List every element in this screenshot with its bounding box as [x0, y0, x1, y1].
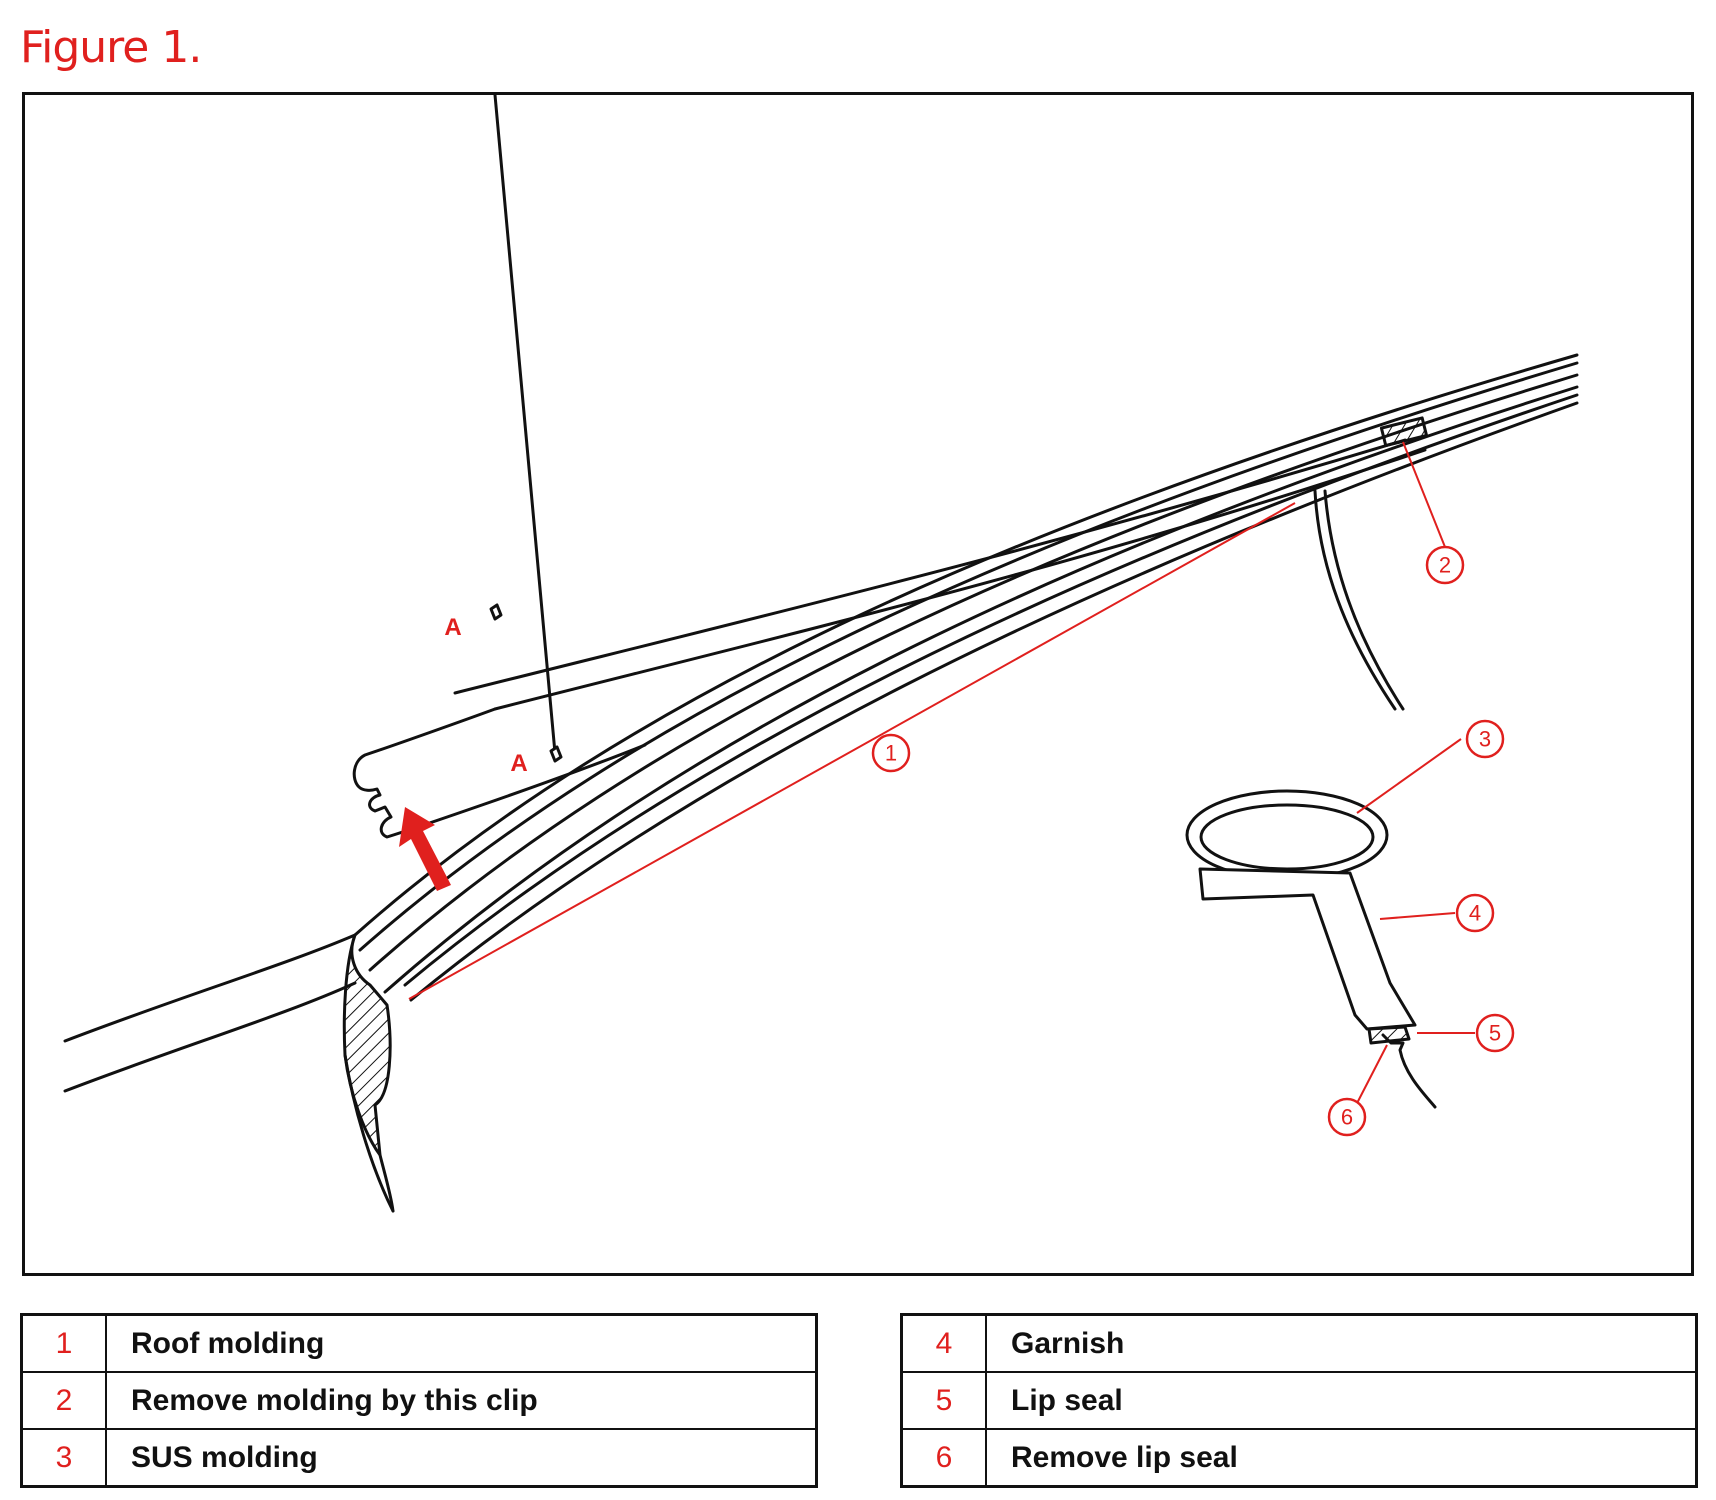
legend-label: Remove lip seal: [985, 1428, 1698, 1488]
legend-label: Roof molding: [105, 1313, 818, 1373]
section-marker-bottom: A: [510, 750, 527, 777]
roof-molding-edge-5: [403, 393, 1579, 987]
legend-num: 3: [20, 1428, 107, 1488]
roof-panel-line: [63, 933, 357, 1043]
callout-1: 1: [885, 741, 897, 766]
roof-upper-line-2: [493, 448, 1427, 711]
callout-4: 4: [1469, 901, 1481, 926]
roof-upper-line-1: [453, 438, 1407, 695]
roof-panel-line-lower: [63, 981, 357, 1093]
callout-5: 5: [1489, 1021, 1501, 1046]
legend-row: 2 Remove molding by this clip: [20, 1371, 818, 1430]
callout-3: 3: [1479, 727, 1491, 752]
legend-label: SUS molding: [105, 1428, 818, 1488]
callout-2: 2: [1439, 553, 1451, 578]
roof-molding-edge-4: [383, 385, 1579, 994]
roof-molding-edge-3: [368, 373, 1579, 972]
garnish-body: [1198, 867, 1417, 1031]
legend-label: Garnish: [985, 1313, 1698, 1373]
section-line-aa: [493, 95, 557, 755]
roof-molding-edge-2: [358, 361, 1579, 952]
removal-direction-arrow: [399, 807, 451, 891]
section-marker-top: A: [444, 614, 461, 641]
legend-label: Lip seal: [985, 1371, 1698, 1430]
roof-molding-edge-6: [409, 401, 1579, 1002]
pillar-line-right: [1313, 489, 1397, 711]
diagram-frame: 1 2 3 4 5 6 A A: [22, 92, 1694, 1276]
legend-row: 5 Lip seal: [900, 1371, 1698, 1430]
legend-table-right: 4 Garnish 5 Lip seal 6 Remove lip seal: [900, 1313, 1698, 1488]
figure-title: Figure 1.: [20, 22, 202, 73]
molding-piece: [352, 707, 647, 839]
legend-row: 4 Garnish: [900, 1313, 1698, 1373]
callout-6: 6: [1341, 1105, 1353, 1130]
legend-num: 2: [20, 1371, 107, 1430]
legend-row: 6 Remove lip seal: [900, 1428, 1698, 1488]
legend-table-left: 1 Roof molding 2 Remove molding by this …: [20, 1313, 818, 1488]
legend-num: 4: [900, 1313, 987, 1373]
legend-row: 3 SUS molding: [20, 1428, 818, 1488]
clip-block: [1379, 416, 1429, 448]
legend-num: 5: [900, 1371, 987, 1430]
lip-seal: [1367, 1025, 1411, 1045]
pillar-section: [342, 933, 392, 1157]
legend-num: 6: [900, 1428, 987, 1488]
legend-label: Remove molding by this clip: [105, 1371, 818, 1430]
roof-molding-diagram: 1 2 3 4 5 6 A A: [63, 95, 1579, 1213]
legend-row: 1 Roof molding: [20, 1313, 818, 1373]
legend-num: 1: [20, 1313, 107, 1373]
